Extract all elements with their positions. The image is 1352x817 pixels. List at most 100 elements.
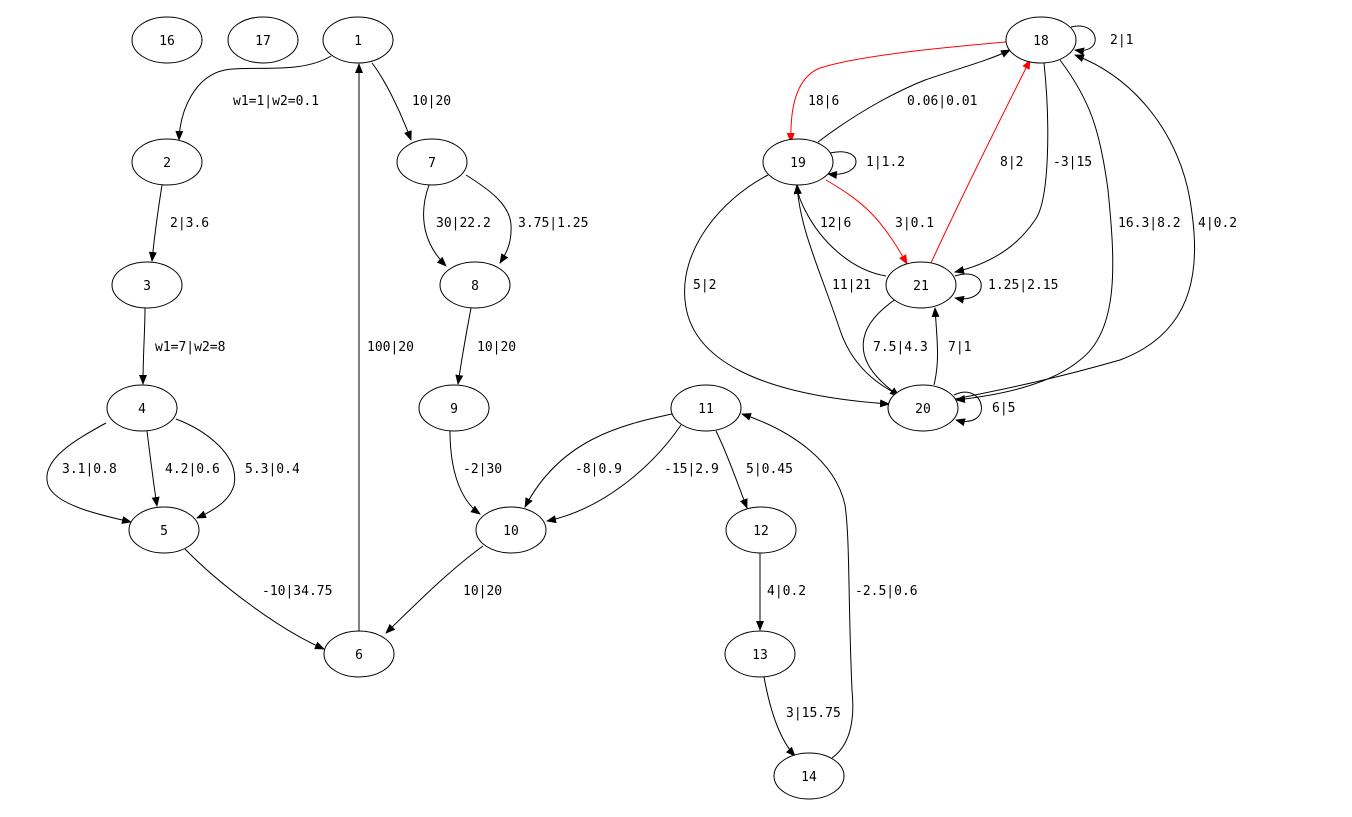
edge-label: 11|21 <box>832 278 871 293</box>
edge-label: 3.1|0.8 <box>62 462 117 477</box>
edge-label: w1=7|w2=8 <box>155 340 225 355</box>
edge-line <box>385 545 484 634</box>
edge-18-to-21: -3|15 <box>954 62 1092 274</box>
node-ellipse <box>418 384 490 432</box>
edge-label: 5|0.45 <box>746 462 793 477</box>
node-ellipse <box>396 138 468 186</box>
edge-10-to-6: 10|20 <box>385 545 502 634</box>
edge-label: 2|1 <box>1110 33 1133 48</box>
edge-label: 4|0.2 <box>767 584 806 599</box>
edge-line <box>449 430 481 515</box>
edge-line <box>175 418 236 519</box>
edge-4-to-5: 4.2|0.6 <box>146 430 220 507</box>
node-5: 5 <box>128 506 200 554</box>
edge-line <box>455 307 472 385</box>
edge-label: 4.2|0.6 <box>165 462 220 477</box>
node-ellipse <box>670 384 742 432</box>
edge-label: 3|0.1 <box>895 216 934 231</box>
edge-label: 12|6 <box>820 216 851 231</box>
edge-21-to-18: 8|2 <box>930 59 1031 264</box>
edge-label: -8|0.9 <box>575 462 622 477</box>
node-label: 6 <box>355 648 363 663</box>
edge-line <box>148 184 163 262</box>
edge-line <box>825 179 908 265</box>
node-ellipse <box>724 630 796 678</box>
edge-7-to-8: 3.75|1.25 <box>465 174 588 264</box>
edge-line <box>465 174 512 264</box>
node-8: 8 <box>439 261 511 309</box>
edge-5-to-6: -10|34.75 <box>184 548 332 650</box>
node-ellipse <box>773 752 845 800</box>
node-label: 4 <box>138 402 146 417</box>
edge-line <box>741 413 854 759</box>
edge-18-to-18: 2|1 <box>1070 25 1133 56</box>
edge-line <box>524 413 673 508</box>
edge-line <box>930 59 1031 264</box>
node-ellipse <box>439 261 511 309</box>
node-label: 14 <box>801 770 817 785</box>
node-ellipse <box>131 16 203 64</box>
edge-14-to-11: -2.5|0.6 <box>741 413 918 759</box>
edge-20-to-20: 6|5 <box>953 391 1015 427</box>
edge-line <box>423 184 447 267</box>
node-label: 13 <box>752 648 768 663</box>
edge-line <box>817 49 1011 143</box>
edge-line <box>1070 25 1096 56</box>
edge-11-to-10: -8|0.9 <box>524 413 673 508</box>
edge-label: 8|2 <box>1000 155 1023 170</box>
edge-line <box>786 41 1007 143</box>
edge-line <box>139 307 148 385</box>
node-ellipse <box>322 16 394 64</box>
node-label: 18 <box>1033 34 1049 49</box>
edge-line <box>371 62 412 141</box>
node-ellipse <box>725 506 797 554</box>
node-label: 21 <box>913 279 929 294</box>
edge-8-to-9: 10|20 <box>455 307 516 385</box>
node-ellipse <box>1005 16 1077 64</box>
edge-19-to-20: 5|2 <box>684 174 890 408</box>
edge-19-to-19: 1|1.2 <box>827 151 905 179</box>
edge-label: 30|22.2 <box>436 216 491 231</box>
node-18: 18 <box>1005 16 1077 64</box>
node-7: 7 <box>396 138 468 186</box>
edge-line <box>46 422 132 524</box>
edge-11-to-10: -15|2.9 <box>546 424 719 524</box>
edge-label: 2|3.6 <box>170 216 209 231</box>
node-13: 13 <box>724 630 796 678</box>
node-17: 17 <box>227 16 299 64</box>
edge-label: 1.25|2.15 <box>988 278 1058 293</box>
edge-label: 5|2 <box>693 278 716 293</box>
edge-4-to-5: 3.1|0.8 <box>46 422 132 524</box>
edge-18-to-19: 18|6 <box>786 41 1007 143</box>
node-ellipse <box>131 138 203 186</box>
node-21: 21 <box>885 261 957 309</box>
node-label: 5 <box>160 524 168 539</box>
node-label: 2 <box>163 156 171 171</box>
edge-6-to-1: 100|20 <box>355 63 414 631</box>
edge-label: -2.5|0.6 <box>855 584 918 599</box>
edge-label: w1=1|w2=0.1 <box>233 94 319 109</box>
edge-line <box>146 430 160 507</box>
node-20: 20 <box>887 384 959 432</box>
node-ellipse <box>111 261 183 309</box>
edge-line <box>546 424 682 524</box>
node-label: 12 <box>753 524 769 539</box>
node-ellipse <box>887 384 959 432</box>
edge-13-to-14: 3|15.75 <box>763 676 841 757</box>
node-label: 8 <box>471 279 479 294</box>
node-label: 7 <box>428 156 436 171</box>
node-10: 10 <box>475 506 547 554</box>
node-ellipse <box>106 384 178 432</box>
node-label: 19 <box>790 156 806 171</box>
edge-12-to-13: 4|0.2 <box>756 552 806 631</box>
edge-label: 18|6 <box>808 94 839 109</box>
edge-line <box>955 59 1114 403</box>
node-16: 16 <box>131 16 203 64</box>
edge-3-to-4: w1=7|w2=8 <box>139 307 225 385</box>
edge-label: -10|34.75 <box>262 584 332 599</box>
edge-7-to-8: 30|22.2 <box>423 184 491 267</box>
node-label: 10 <box>503 524 519 539</box>
node-3: 3 <box>111 261 183 309</box>
node-label: 9 <box>450 402 458 417</box>
